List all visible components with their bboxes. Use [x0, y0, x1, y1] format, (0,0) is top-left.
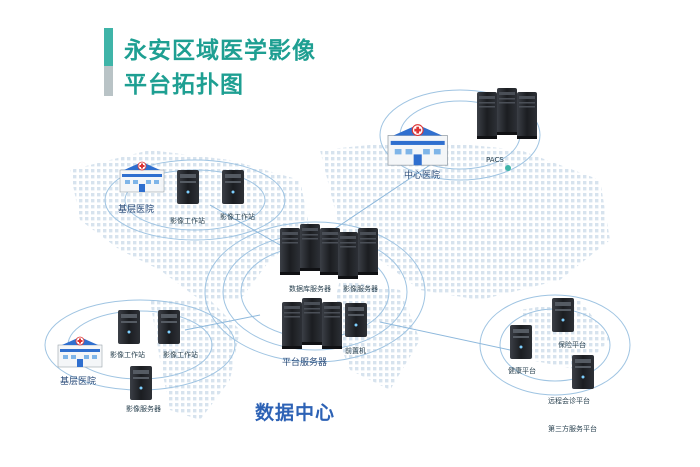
pacs-server-icon — [477, 88, 537, 139]
imaging-workstation-d-label: 影像工作站 — [163, 351, 198, 359]
data-center-label: 数据中心 — [255, 402, 336, 424]
workstation-d-icon — [158, 310, 180, 344]
grassroots-hospital-left-icon — [57, 336, 103, 368]
platform-server-label: 平台服务器 — [282, 358, 328, 368]
workstation-a-icon — [177, 170, 199, 204]
health-platform-label: 健康平台 — [508, 367, 536, 375]
workstation-c-icon — [118, 310, 140, 344]
imaging-server-center-label: 影像服务器 — [343, 285, 378, 293]
platform-server-icon — [282, 298, 342, 349]
imaging-workstation-c-label: 影像工作站 — [110, 351, 145, 359]
health-platform-icon — [510, 325, 532, 359]
network-links — [184, 164, 511, 351]
central-hospital-label: 中心医院 — [404, 171, 441, 181]
title-accent-bar — [104, 28, 113, 66]
imaging-workstation-b-label: 影像工作站 — [220, 213, 255, 221]
insurance-platform-label: 保险平台 — [558, 341, 586, 349]
diagram-title-line1: 永安区域医学影像 — [124, 38, 316, 64]
imaging-server-left-label: 影像服务器 — [126, 405, 161, 413]
third-party-platform-label: 第三方服务平台 — [548, 425, 597, 433]
workstation-b-icon — [222, 170, 244, 204]
pacs-node-dot — [505, 165, 511, 171]
pacs-label: PACS — [486, 156, 504, 164]
imaging-server-left-icon — [130, 366, 152, 400]
database-server-icon — [280, 224, 340, 275]
diagram-title-line2: 平台拓扑图 — [124, 72, 244, 98]
database-server-label: 数据库服务器 — [289, 285, 331, 293]
title-accent-bar-secondary — [104, 66, 113, 96]
insurance-platform-icon — [552, 298, 574, 332]
imaging-workstation-a-label: 影像工作站 — [170, 217, 205, 225]
imaging-server-center-icon — [338, 228, 378, 279]
frontend-machine-icon — [345, 303, 367, 337]
remote-consult-platform-label: 远程会诊平台 — [548, 397, 590, 405]
frontend-machine-label: 前置机 — [345, 347, 366, 355]
central-hospital-icon — [387, 124, 449, 166]
grassroots-hospital-left-label: 基层医院 — [60, 377, 97, 387]
grassroots-hospital-top-label: 基层医院 — [118, 205, 155, 215]
remote-consult-platform-icon — [572, 355, 594, 389]
